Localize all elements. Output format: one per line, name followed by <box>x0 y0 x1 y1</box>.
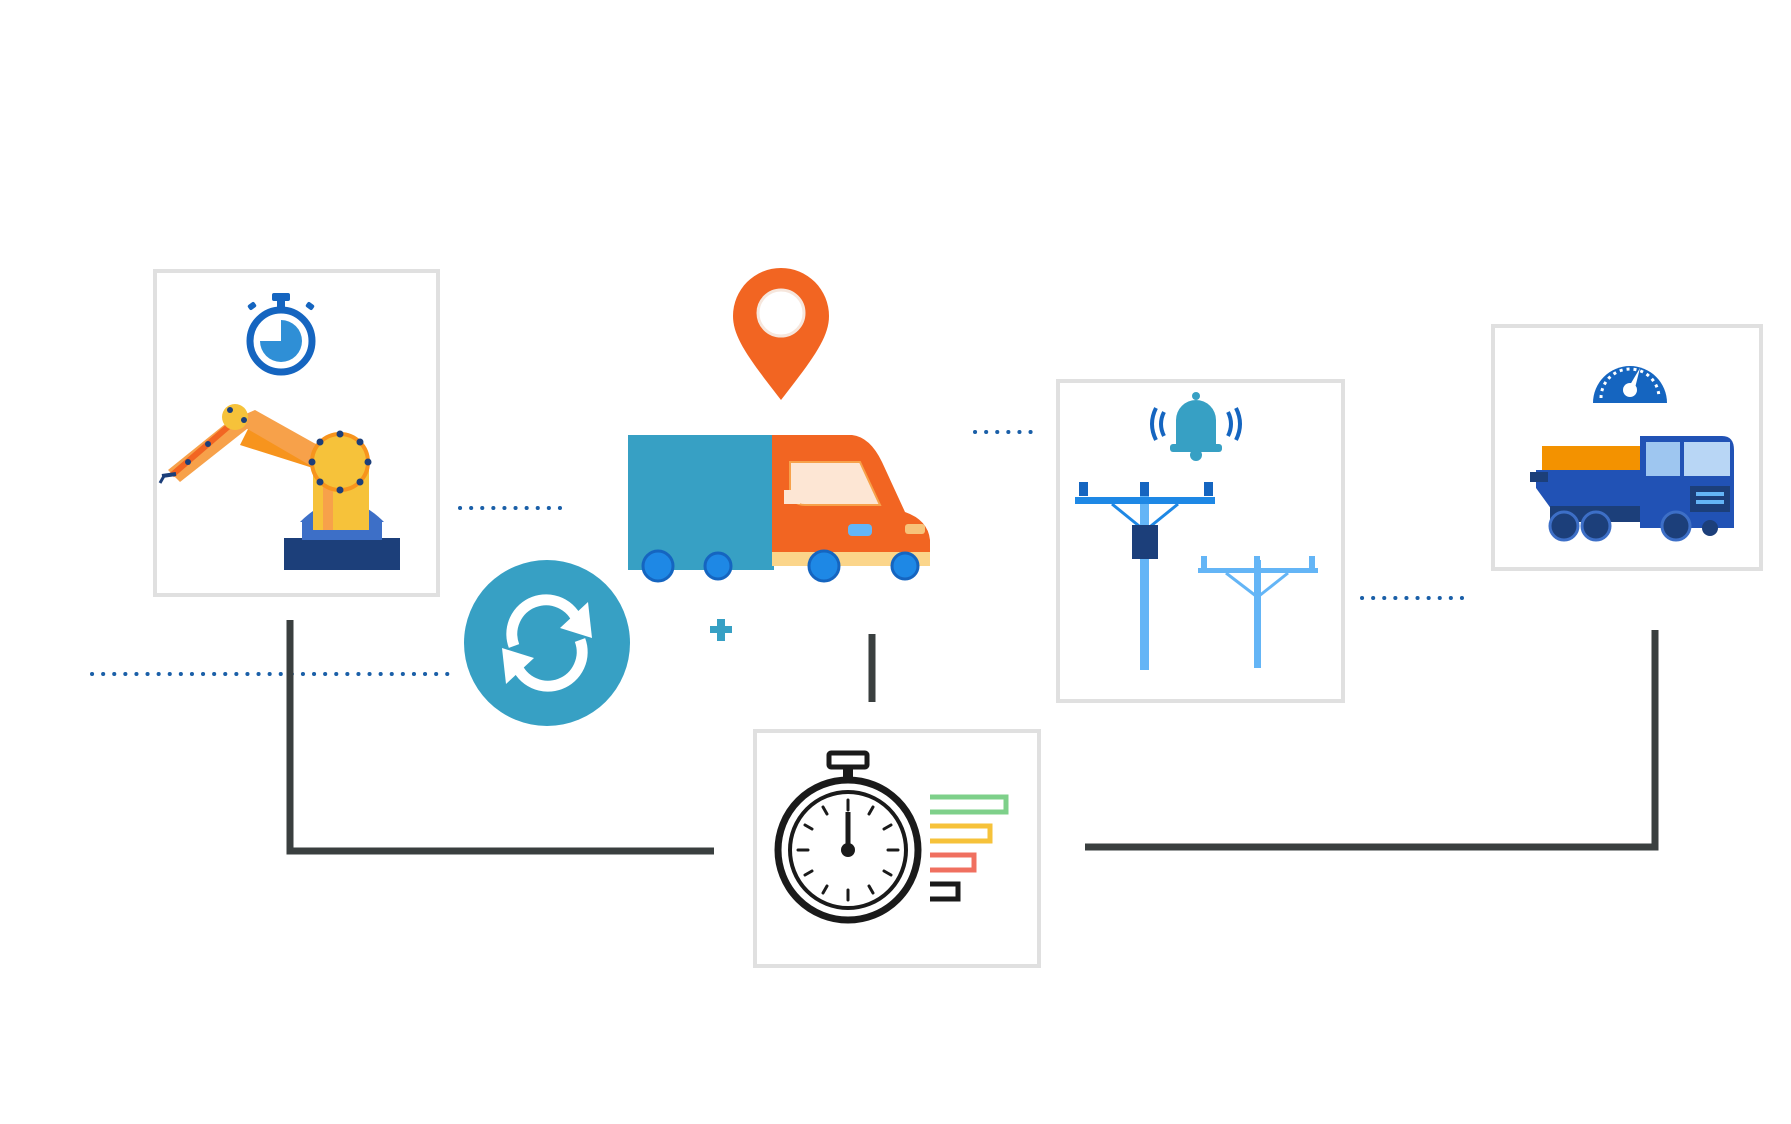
node-performance <box>774 750 1009 924</box>
stopwatch-bars-icon <box>774 750 1009 924</box>
node-frames <box>153 269 1763 968</box>
location-pin-icon <box>733 268 829 400</box>
speedometer-icon <box>1593 366 1667 403</box>
node-power-poles <box>1075 392 1318 670</box>
connector-robot-performance <box>286 620 714 855</box>
sync-icon <box>464 560 630 726</box>
plus-icon <box>710 619 732 641</box>
node-robot-arm <box>158 293 400 570</box>
power-pole-icon <box>1075 482 1318 670</box>
robot-arm-icon <box>158 404 400 570</box>
node-delivery-van <box>628 268 930 583</box>
alarm-bell-icon <box>1150 392 1242 461</box>
dotted-connectors <box>90 430 1474 676</box>
dump-truck-icon <box>1530 436 1734 542</box>
solid-connectors <box>286 620 1659 855</box>
stopwatch-icon <box>246 293 316 376</box>
connector-truck-performance <box>1085 630 1659 851</box>
delivery-van-icon <box>628 435 930 583</box>
node-dump-truck <box>1530 366 1734 542</box>
